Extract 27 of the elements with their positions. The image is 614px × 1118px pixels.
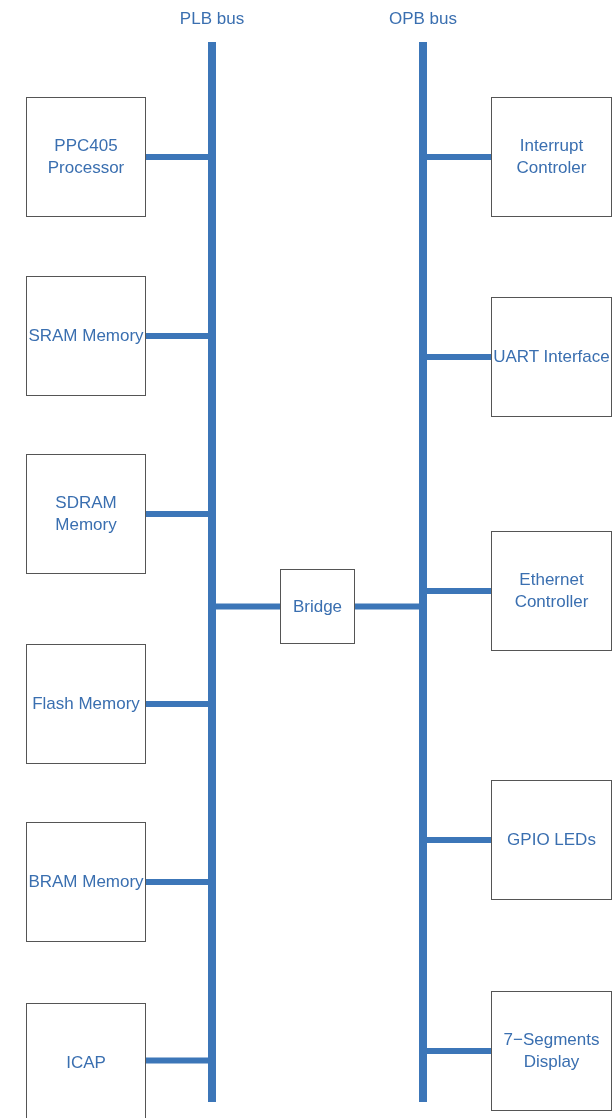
bus-connector	[427, 588, 491, 594]
bus-connector	[427, 354, 491, 360]
component-box: BRAM Memory	[26, 822, 146, 942]
component-box: PPC405 Processor	[26, 97, 146, 217]
bus-connector	[216, 603, 280, 610]
bus-connector	[146, 1057, 208, 1064]
component-box: 7−Segments Display	[491, 991, 612, 1111]
component-box: Bridge	[280, 569, 355, 644]
bus-label: PLB bus	[179, 9, 245, 29]
component-box: Interrupt Controler	[491, 97, 612, 217]
bus-connector	[427, 1048, 491, 1054]
bus-connector	[146, 511, 208, 517]
bus-connector	[146, 154, 208, 160]
component-box: Ethernet Controller	[491, 531, 612, 651]
component-box: GPIO LEDs	[491, 780, 612, 900]
component-box: ICAP	[26, 1003, 146, 1118]
bus-connector	[146, 333, 208, 339]
bus-connector	[427, 154, 491, 160]
bus-connector	[355, 603, 419, 610]
bus-connector	[146, 701, 208, 707]
component-box: UART Interface	[491, 297, 612, 417]
bus-label: OPB bus	[389, 9, 457, 29]
component-box: Flash Memory	[26, 644, 146, 764]
bus-connector	[427, 837, 491, 843]
component-box: SDRAM Memory	[26, 454, 146, 574]
component-box: SRAM Memory	[26, 276, 146, 396]
bus-connector	[146, 879, 208, 885]
